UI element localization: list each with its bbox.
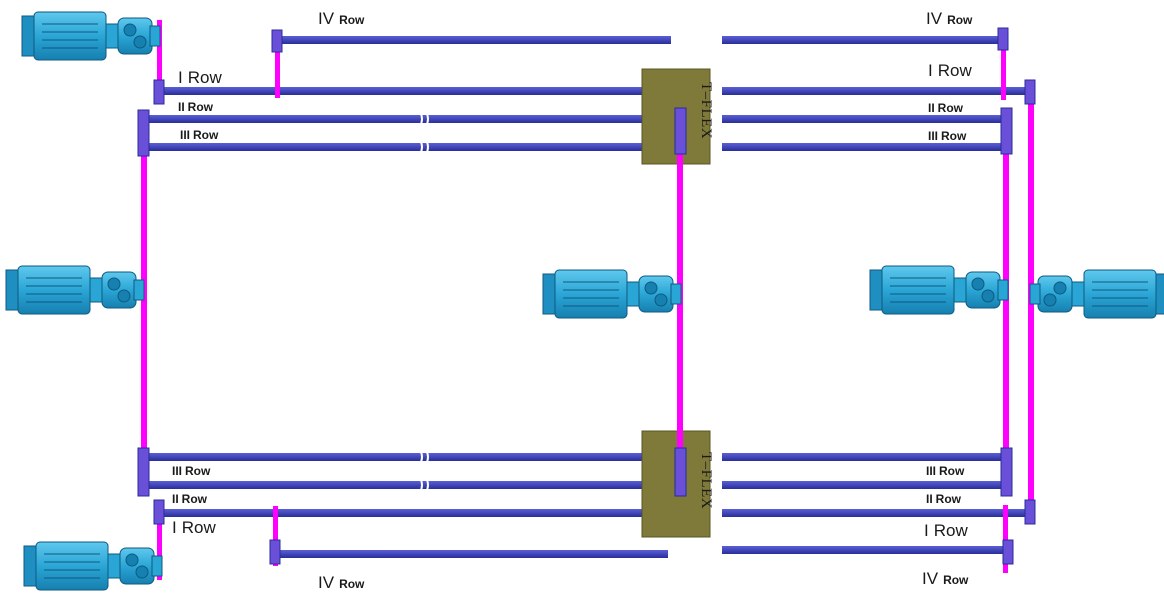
svg-text:T–FLEX: T–FLEX [698,82,714,139]
rail-i-bottom-right [722,509,1034,517]
svg-text:T–FLEX: T–FLEX [698,452,714,509]
rail-iv-bottom-right [722,546,1009,554]
rail-iii-bottom-left [143,453,683,461]
motor-icon-right-outer [1030,270,1164,318]
rail-ii-top-left [143,115,683,123]
break-marks-top [419,111,429,155]
break-marks-bottom [419,449,429,493]
rail-ii-top-right [722,115,1007,123]
motor-icon-top-left [21,11,161,61]
rail-i-bottom-left [157,509,658,517]
motor-icon-middle-left [5,265,145,315]
rail-iii-top-left [143,143,683,151]
rail-iii-bottom-right [722,453,1007,461]
motor-icon-center [542,269,682,319]
rail-i-top-right [722,87,1034,95]
rail-iv-bottom-left [276,550,668,558]
shaft-couplings [137,27,1036,565]
rail-i-top-left [157,87,658,95]
rail-iv-top-left [276,36,671,44]
rail-iv-top-right [722,36,1005,44]
motor-icon-bottom-left [23,541,163,591]
rail-ii-bottom-left [143,481,683,489]
rail-iii-top-right [722,143,1007,151]
rail-ii-bottom-right [722,481,1007,489]
motor-icon-right-inner [869,265,1009,315]
